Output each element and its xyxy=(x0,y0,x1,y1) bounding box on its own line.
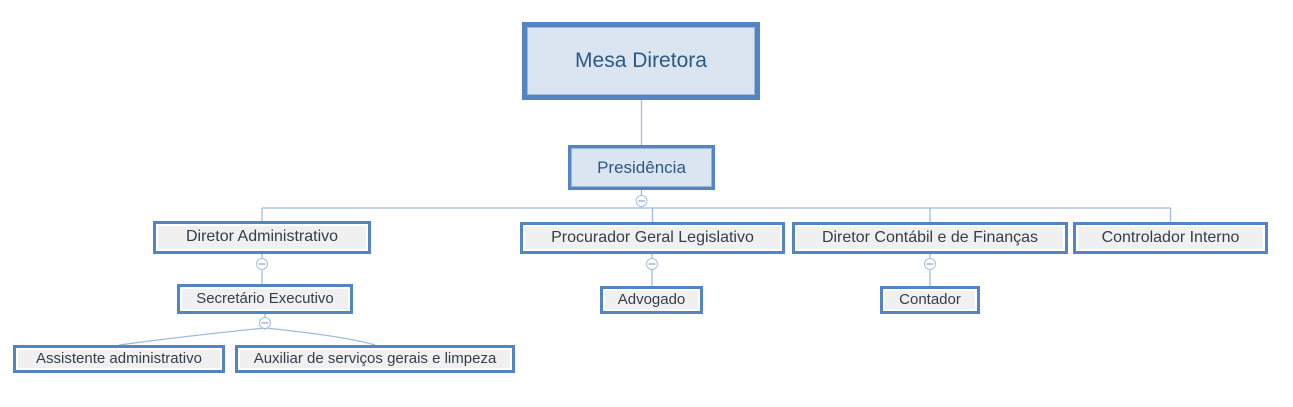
org-node-presidencia[interactable]: Presidência xyxy=(568,145,715,190)
org-node-diretor-contabil-e-de-financas[interactable]: Diretor Contábil e de Finanças xyxy=(792,222,1068,254)
org-node-label: Controlador Interno xyxy=(1101,228,1240,246)
org-node-mesa-diretora[interactable]: Mesa Diretora xyxy=(522,22,760,100)
collapse-button-diretor-contabil[interactable] xyxy=(924,258,936,270)
collapse-button-procurador[interactable] xyxy=(646,258,658,270)
collapse-button-diretor-administrativo[interactable] xyxy=(256,258,268,270)
org-node-label: Diretor Administrativo xyxy=(185,228,339,246)
org-node-label: Diretor Contábil e de Finanças xyxy=(821,228,1039,246)
org-node-label: Secretário Executivo xyxy=(196,290,334,308)
connector-curve-auxiliar xyxy=(264,327,376,346)
collapse-button-secretario[interactable] xyxy=(259,317,271,329)
org-node-procurador-geral-legislativo[interactable]: Procurador Geral Legislativo xyxy=(520,222,785,254)
org-node-label: Auxiliar de serviços gerais e limpeza xyxy=(253,350,497,368)
org-node-label: Contador xyxy=(899,291,961,309)
org-node-controlador-interno[interactable]: Controlador Interno xyxy=(1073,222,1268,254)
org-node-advogado[interactable]: Advogado xyxy=(600,286,703,314)
org-node-contador[interactable]: Contador xyxy=(880,286,980,314)
connector-curve-assistente xyxy=(118,327,266,346)
org-node-secretario-executivo[interactable]: Secretário Executivo xyxy=(177,284,353,314)
org-node-auxiliar-servicos-gerais[interactable]: Auxiliar de serviços gerais e limpeza xyxy=(235,345,515,373)
connector-lines xyxy=(118,100,1172,346)
collapse-button-presidencia[interactable] xyxy=(635,195,648,207)
org-node-diretor-administrativo[interactable]: Diretor Administrativo xyxy=(153,221,371,254)
org-node-assistente-administrativo[interactable]: Assistente administrativo xyxy=(13,345,225,373)
org-node-label: Assistente administrativo xyxy=(36,350,202,368)
org-node-label: Presidência xyxy=(597,157,686,177)
org-node-label: Procurador Geral Legislativo xyxy=(551,228,754,246)
org-node-label: Advogado xyxy=(617,291,686,309)
org-node-label: Mesa Diretora xyxy=(575,48,707,72)
